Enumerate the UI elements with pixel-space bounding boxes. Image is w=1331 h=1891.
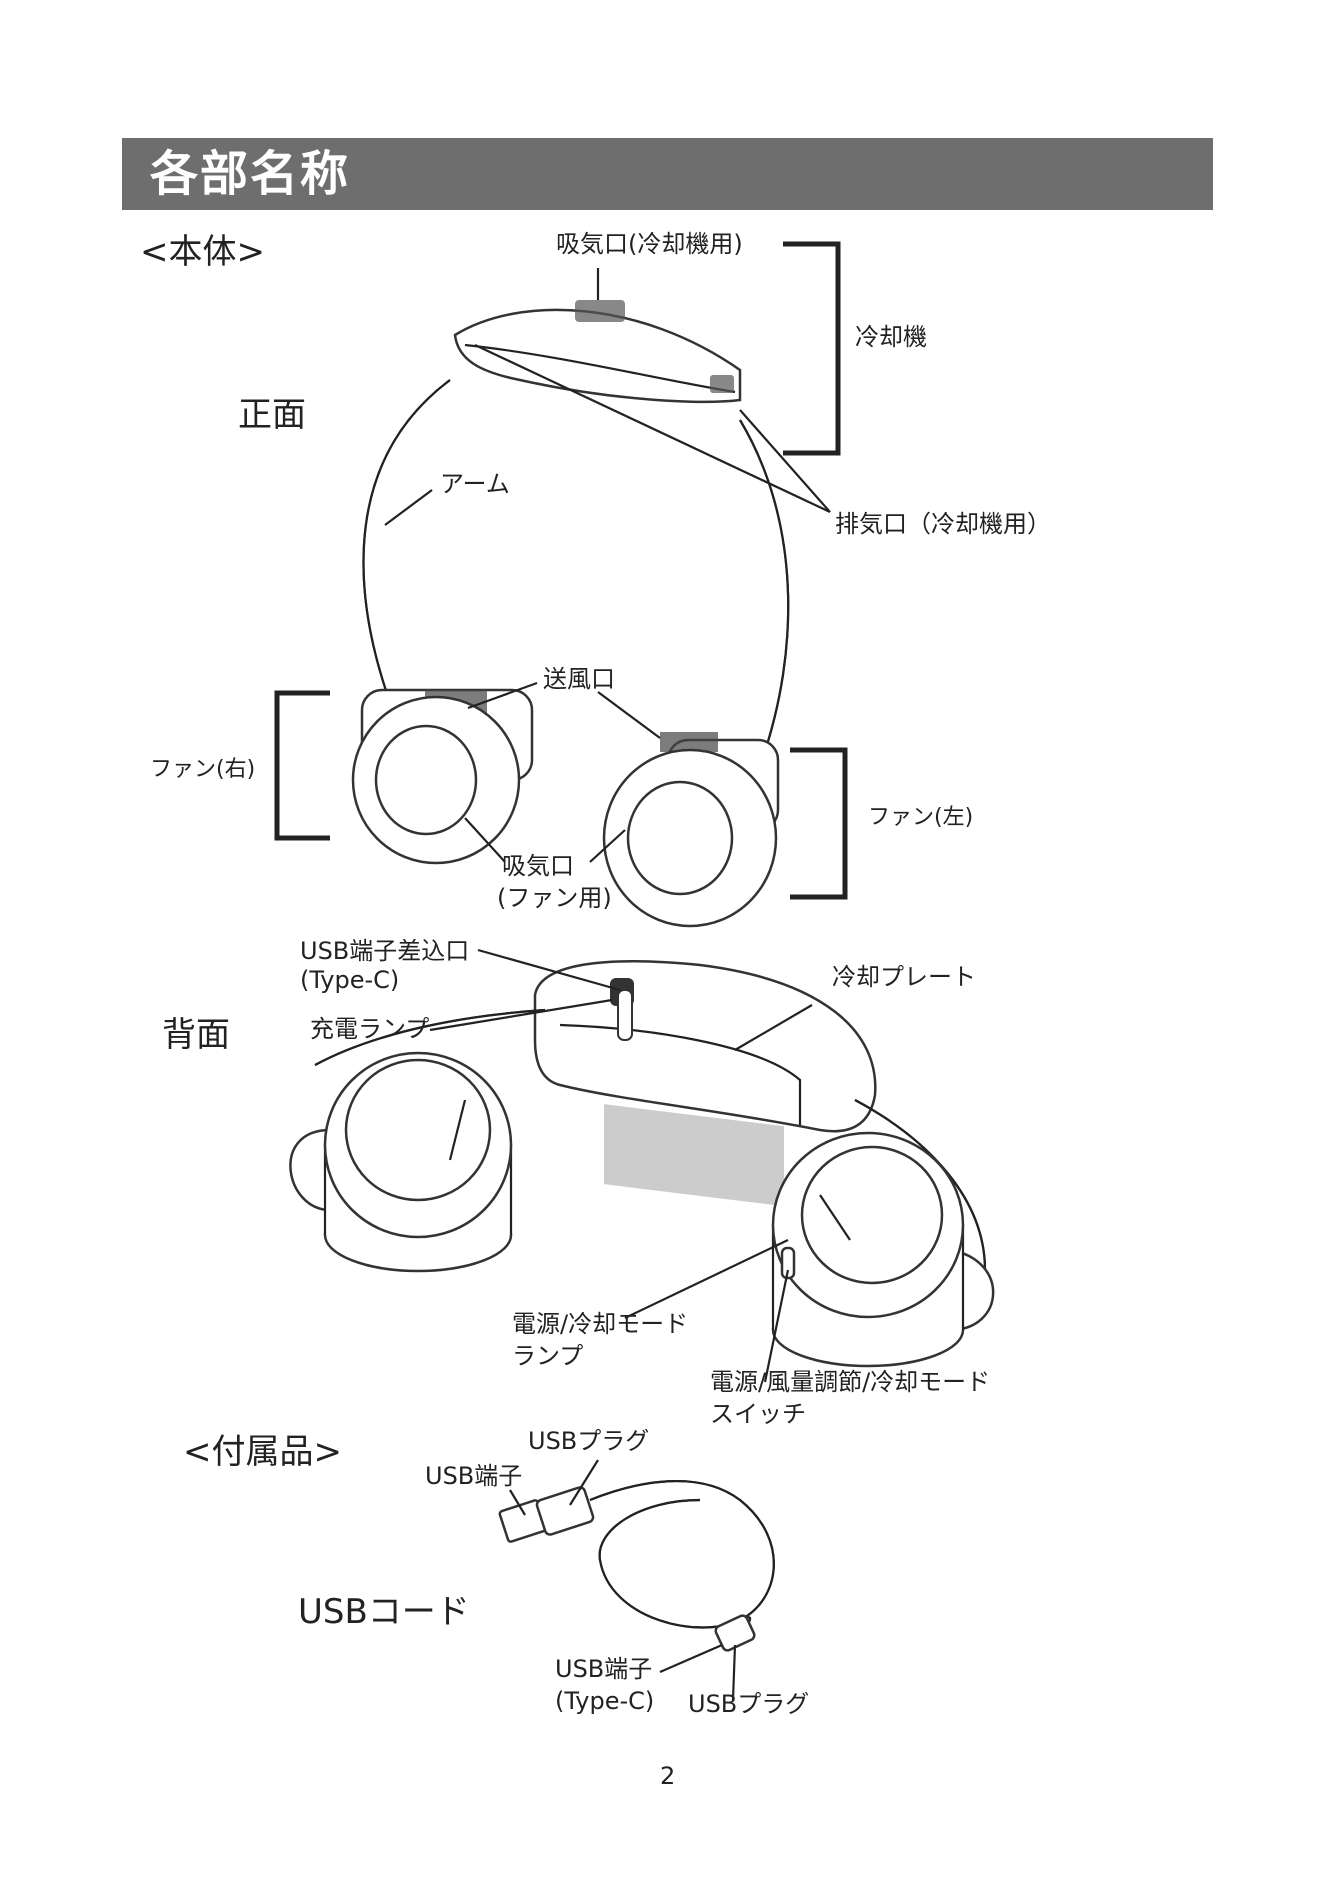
- section-main-body: <本体>: [140, 232, 265, 273]
- label-usb-plug-top: USBプラグ: [528, 1427, 649, 1456]
- page-number: 2: [660, 1762, 675, 1791]
- label-cooling-plate: 冷却プレート: [832, 963, 976, 992]
- section-accessories: <付属品>: [183, 1432, 342, 1473]
- label-charge-lamp: 充電ランプ: [310, 1015, 429, 1044]
- label-usb-port-2: (Type-C): [300, 966, 399, 995]
- label-power-switch-1: 電源/風量調節/冷却モード: [710, 1368, 990, 1397]
- cooler-bracket: [783, 244, 838, 453]
- label-intake-fan-1: 吸気口: [502, 852, 574, 881]
- front-view-illustration: [277, 244, 845, 926]
- label-power-lamp-1: 電源/冷却モード: [512, 1310, 688, 1339]
- label-cooler: 冷却機: [855, 323, 927, 352]
- label-usb-terminal-top: USB端子: [425, 1462, 522, 1491]
- fan-left-bracket: [790, 750, 845, 897]
- label-power-switch-2: スイッチ: [710, 1400, 806, 1429]
- label-fan-right: ファン(右): [150, 757, 255, 783]
- label-air-outlet: 送風口: [543, 665, 615, 694]
- label-fan-left: ファン(左): [868, 805, 973, 831]
- fan-right-bracket: [277, 693, 330, 838]
- label-intake-fan-2: (ファン用): [497, 884, 612, 913]
- section-front: 正面: [238, 395, 306, 436]
- label-usb-port-1: USB端子差込口: [300, 937, 469, 966]
- back-fan-left-illustration: [290, 1053, 511, 1271]
- back-fan-right-illustration: [773, 1133, 993, 1366]
- label-intake-cooler: 吸気口(冷却機用): [556, 230, 743, 259]
- section-back: 背面: [162, 1015, 230, 1056]
- label-usb-plug-bottom: USBプラグ: [688, 1690, 809, 1719]
- fan-left-illustration: [604, 732, 778, 926]
- section-usb-cord: USBコード: [298, 1592, 470, 1633]
- label-exhaust-cooler: 排気口（冷却機用）: [835, 510, 1051, 539]
- fan-right-illustration: [353, 690, 532, 863]
- label-usb-terminal-c-1: USB端子: [555, 1655, 652, 1684]
- label-power-lamp-2: ランプ: [512, 1342, 583, 1371]
- label-usb-terminal-c-2: (Type-C): [555, 1687, 654, 1716]
- label-arm: アーム: [440, 470, 510, 499]
